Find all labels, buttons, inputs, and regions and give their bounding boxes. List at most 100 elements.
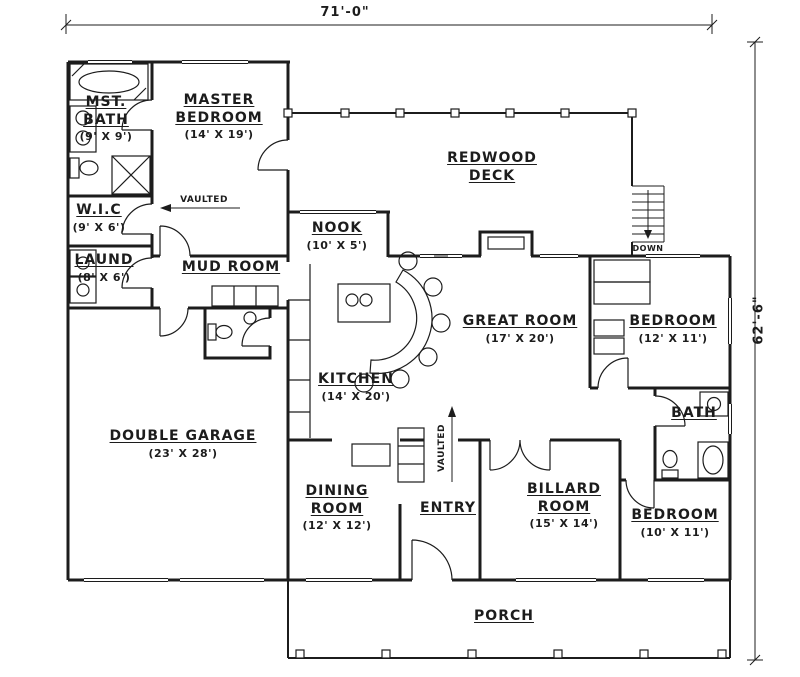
bedroom-builtin	[593, 319, 625, 337]
bar-stool	[398, 251, 418, 271]
annotation-arrows	[160, 204, 456, 482]
porch-post	[553, 649, 563, 659]
shower-x	[111, 155, 151, 195]
room-label-kitchen: KITCHEN (14' X 20')	[318, 371, 394, 404]
stairs	[632, 185, 665, 243]
powder-sink	[243, 311, 257, 325]
vaulted-label-entry: VAULTED	[437, 424, 447, 472]
mud-room-bench	[211, 285, 279, 307]
room-dims-wic: (9' X 6')	[72, 220, 126, 234]
room-label-redwood-deck: REDWOOD DECK	[447, 150, 537, 185]
bar-stools	[354, 251, 451, 393]
room-dims-dining-room: (12' X 12')	[302, 519, 372, 532]
master-tub-surround	[69, 63, 149, 101]
vaulted-master-arrow-head	[160, 204, 171, 212]
room-label-billard-room: BILLARD ROOM (15' X 14')	[527, 481, 601, 531]
room-name-bedroom-upper: BEDROOM	[629, 313, 717, 329]
room-label-bath: BATH	[671, 405, 717, 423]
porch-post	[381, 649, 391, 659]
island-sink	[345, 293, 359, 307]
room-name-bedroom-lower: BEDROOM	[631, 507, 719, 523]
porch-posts	[295, 649, 727, 659]
room-label-nook: NOOK (10' X 5')	[307, 220, 368, 253]
bar-stool	[390, 369, 410, 389]
room-label-entry: ENTRY	[420, 500, 476, 518]
walls	[66, 60, 732, 582]
room-dims-bedroom-lower: (10' X 11')	[640, 525, 710, 539]
master-toilet-bowl	[79, 160, 99, 176]
vanity-sink	[75, 130, 91, 146]
bar-stool	[431, 313, 451, 333]
right-dimension-line	[747, 36, 763, 666]
deck-post	[627, 108, 637, 118]
kitchen-island-core	[337, 283, 391, 323]
top-dimension-line	[60, 14, 718, 34]
sliding-door-to-deck	[420, 254, 462, 258]
fireplace-firebox	[487, 236, 525, 250]
master-vanity	[69, 105, 97, 153]
room-name-dining-room: DINING ROOM	[305, 483, 369, 517]
deck-posts	[283, 108, 637, 118]
deck-post	[505, 108, 515, 118]
bath-vanity	[699, 391, 729, 417]
deck-post	[340, 108, 350, 118]
mud-room-bench-dividers	[233, 286, 257, 306]
room-label-dining-room: DINING ROOM (12' X 12')	[302, 483, 371, 533]
doors	[121, 99, 686, 581]
room-dims-double-garage: (23' X 28')	[148, 446, 218, 460]
room-dims-mst-bath: (9' X 9')	[79, 130, 133, 143]
deck-porch-outline	[287, 112, 731, 659]
bar-stool	[418, 347, 438, 367]
entry-cabinet-shelves	[398, 445, 424, 465]
room-name-double-garage: DOUBLE GARAGE	[109, 428, 257, 444]
room-label-mst-bath: MST. BATH (9' X 9')	[80, 94, 133, 144]
porch-post	[467, 649, 477, 659]
dining-buffet	[351, 443, 391, 467]
master-toilet-tank	[69, 157, 80, 179]
fixtures	[69, 63, 729, 483]
bar-stool	[423, 277, 443, 297]
bedroom-closet-shelf	[593, 281, 651, 305]
bedroom-closet-shelf	[593, 259, 651, 283]
shower	[111, 155, 151, 195]
deck-post	[283, 108, 293, 118]
room-name-entry: ENTRY	[420, 500, 476, 516]
master-tub	[78, 70, 140, 94]
garage-door-lines	[84, 578, 264, 582]
bath-tub-surround	[697, 441, 729, 479]
windows	[84, 60, 732, 582]
room-name-bath: BATH	[671, 405, 717, 421]
bath-tub	[702, 445, 724, 475]
room-dims-great-room: (17' X 20')	[485, 331, 555, 345]
bath-sink	[706, 396, 722, 412]
door-arcs	[121, 99, 686, 581]
porch-post	[295, 649, 305, 659]
room-name-redwood-deck: REDWOOD DECK	[447, 150, 537, 184]
dimension-lines	[60, 14, 763, 666]
room-dims-laundry: (8' X 6')	[77, 270, 131, 284]
room-name-nook: NOOK	[311, 220, 363, 236]
room-dims-bedroom-upper: (12' X 11')	[638, 331, 708, 345]
room-name-billard-room: BILLARD ROOM	[527, 481, 601, 515]
vaulted-entry-arrow-head	[448, 406, 456, 417]
room-name-kitchen: KITCHEN	[318, 371, 394, 387]
overall-height-dimension: 62'-6"	[751, 295, 767, 345]
down-arrow-head	[644, 230, 652, 239]
kitchen-island-counter	[369, 269, 433, 375]
deck-post	[450, 108, 460, 118]
overall-width-dimension: 71'-0"	[320, 5, 370, 20]
room-name-master-bedroom: MASTER BEDROOM	[175, 92, 263, 126]
room-label-porch: PORCH	[474, 608, 534, 626]
room-name-porch: PORCH	[474, 608, 534, 624]
room-name-wic: W.I.C	[76, 202, 122, 218]
powder-toilet-tank	[207, 323, 217, 341]
room-label-master-bedroom: MASTER BEDROOM (14' X 19')	[175, 92, 262, 142]
room-name-great-room: GREAT ROOM	[462, 313, 578, 329]
bath-toilet-tank	[661, 469, 679, 479]
bedroom-builtin	[593, 337, 625, 355]
vanity-sink	[75, 110, 91, 126]
room-label-mud-room: MUD ROOM	[182, 259, 280, 277]
bar-stool	[354, 373, 374, 393]
